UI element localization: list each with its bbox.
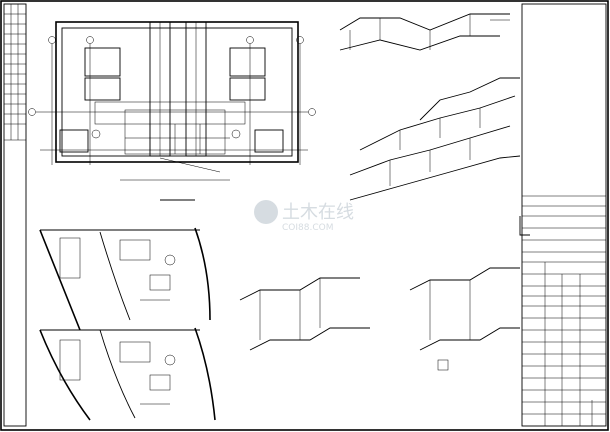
title-block xyxy=(521,3,607,427)
floor-plan-1f xyxy=(28,21,316,201)
watermark-subtext: COI88.COM xyxy=(282,223,333,233)
binding-strip xyxy=(3,3,27,427)
floor-plan-upper xyxy=(39,227,216,421)
pipe-diagram-top xyxy=(339,13,510,51)
pipe-diagram-mid xyxy=(349,77,530,236)
watermark: 土木在线 COI88.COM xyxy=(254,200,354,233)
pipe-diagram-bottom-right xyxy=(409,267,520,371)
pipe-diagram-bottom-left xyxy=(239,277,370,351)
watermark-logo-icon xyxy=(254,200,278,224)
watermark-text: 土木在线 xyxy=(282,202,354,223)
